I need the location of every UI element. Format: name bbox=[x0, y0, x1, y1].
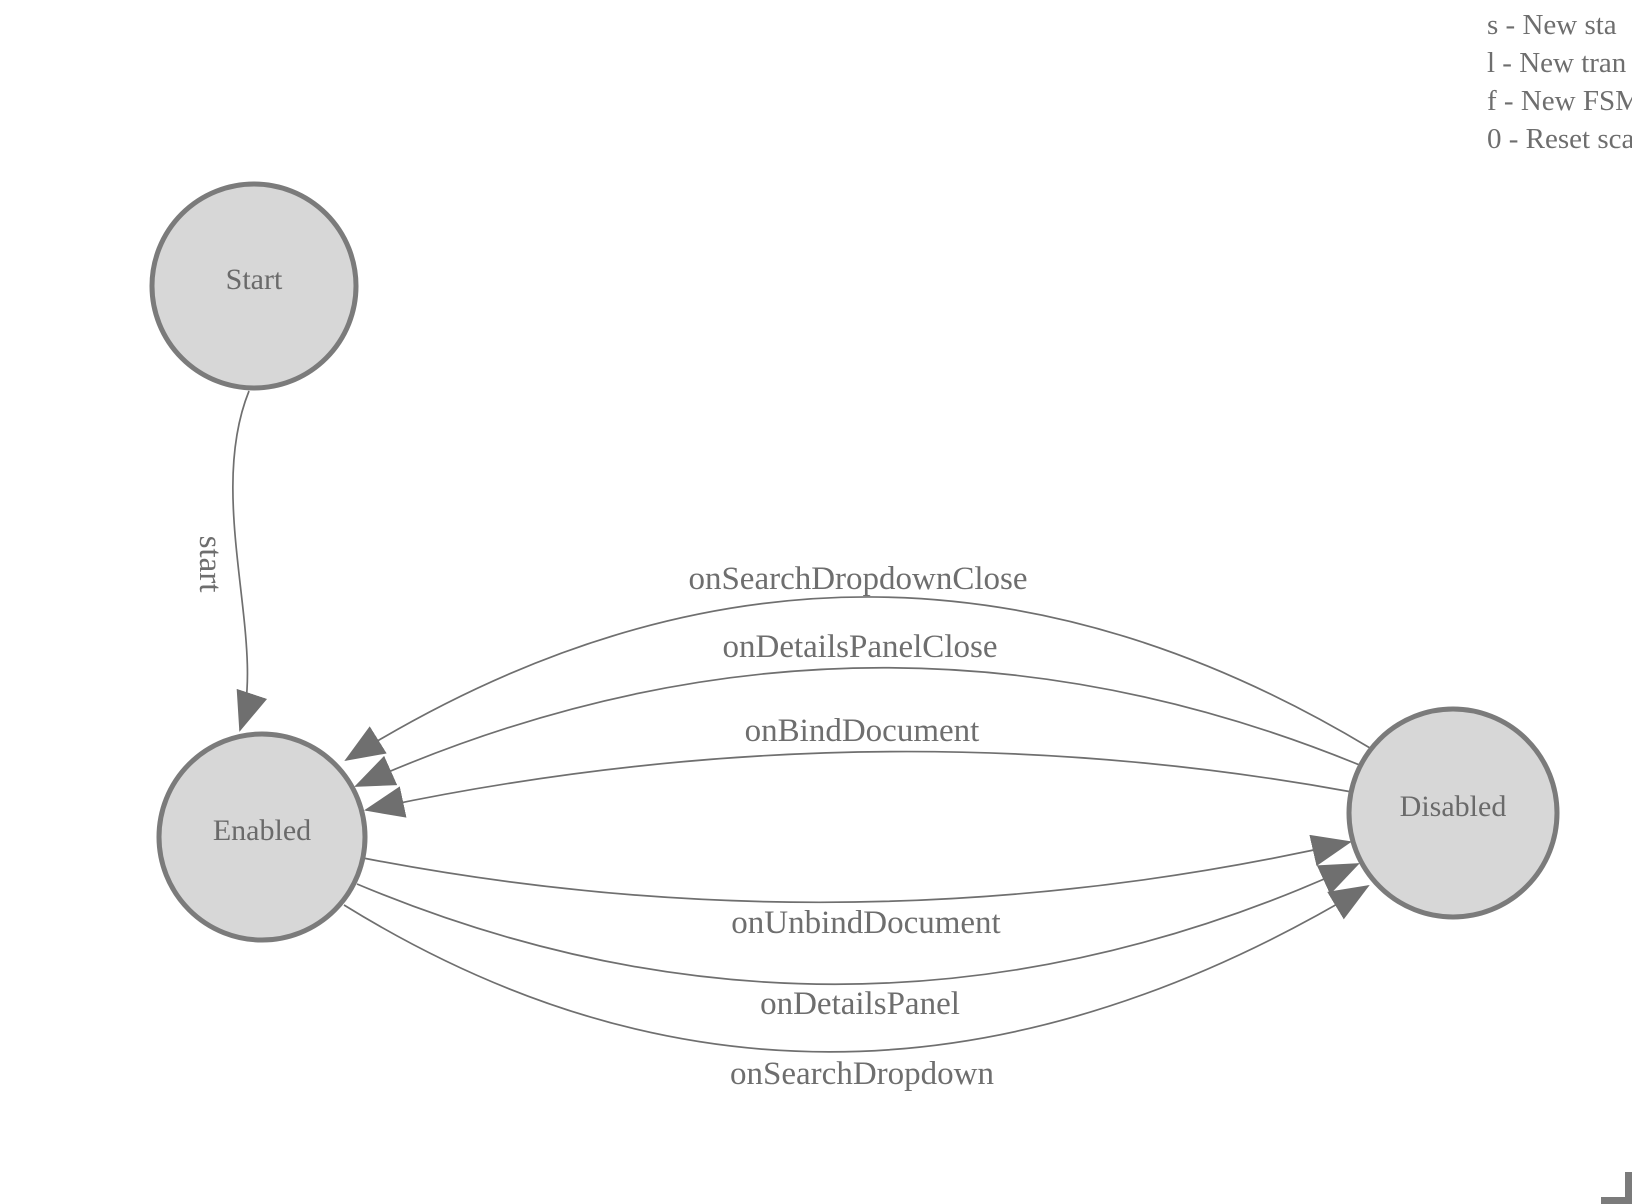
edge-label-on-bind-document[interactable]: onBindDocument bbox=[745, 713, 980, 749]
legend-line-new-state: s - New sta bbox=[1487, 9, 1617, 41]
state-label-enabled: Enabled bbox=[213, 814, 311, 847]
edge-label-on-search-dropdown-close[interactable]: onSearchDropdownClose bbox=[688, 561, 1027, 597]
corner-bracket bbox=[1601, 1172, 1632, 1204]
legend-line-reset: 0 - Reset sca bbox=[1487, 123, 1632, 155]
state-node-enabled[interactable]: Enabled bbox=[156, 731, 368, 943]
state-node-start[interactable]: Start bbox=[149, 181, 359, 391]
edge-on-details-panel[interactable] bbox=[356, 863, 1360, 986]
state-label-start: Start bbox=[226, 263, 283, 296]
edge-label-start[interactable]: start bbox=[192, 536, 228, 593]
edge-label-on-details-panel[interactable]: onDetailsPanel bbox=[760, 986, 960, 1022]
edge-on-details-panel-close[interactable] bbox=[354, 666, 1363, 787]
edge-label-on-details-panel-close[interactable]: onDetailsPanelClose bbox=[723, 629, 998, 665]
shortcut-legend: s - New sta l - New tran f - New FSM 0 -… bbox=[1487, 6, 1632, 158]
edge-on-bind-document[interactable] bbox=[364, 750, 1353, 818]
state-node-disabled[interactable]: Disabled bbox=[1346, 706, 1560, 920]
legend-line-new-fsm: f - New FSM bbox=[1487, 85, 1632, 117]
edge-on-search-dropdown-close[interactable] bbox=[344, 596, 1371, 762]
edge-label-on-search-dropdown[interactable]: onSearchDropdown bbox=[730, 1056, 994, 1092]
edge-on-search-dropdown[interactable] bbox=[343, 884, 1370, 1053]
edge-on-unbind-document[interactable] bbox=[362, 834, 1352, 904]
edge-label-on-unbind-document[interactable]: onUnbindDocument bbox=[731, 905, 1000, 941]
edge-start[interactable] bbox=[232, 390, 268, 732]
state-label-disabled: Disabled bbox=[1400, 790, 1507, 823]
legend-line-new-transition: l - New tran bbox=[1487, 47, 1627, 79]
